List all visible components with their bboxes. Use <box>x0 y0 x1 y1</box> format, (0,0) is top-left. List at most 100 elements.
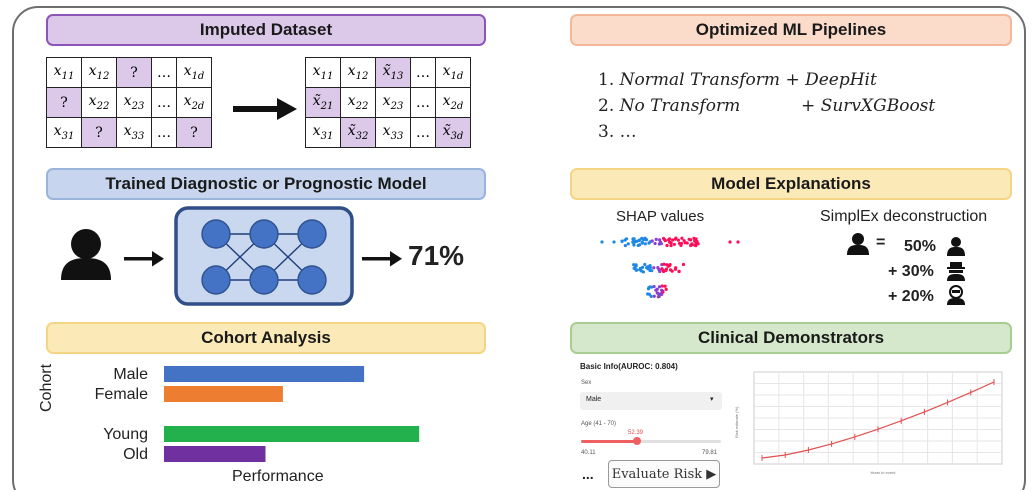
shap-point <box>680 236 684 240</box>
matrix-cell: x2d <box>435 87 471 118</box>
pipeline-transform: No Transform <box>619 96 741 116</box>
shap-point <box>643 262 647 267</box>
matrix-cell: … <box>410 57 436 88</box>
shap-point <box>657 294 661 298</box>
shap-point <box>660 284 664 288</box>
imputed-dataset-title: Imputed Dataset <box>199 20 333 39</box>
shap-point <box>657 238 662 242</box>
shap-point <box>632 237 636 241</box>
shap-point <box>650 239 654 243</box>
matrix-cell: … <box>410 117 436 148</box>
cohort-header: Cohort Analysis <box>46 322 486 354</box>
impute-arrow-icon <box>233 98 297 120</box>
shap-point <box>694 244 698 248</box>
shap-point <box>657 285 662 289</box>
spy-icon <box>947 262 965 281</box>
shap-point <box>692 236 696 240</box>
matrix-cell: ? <box>116 57 152 88</box>
shap-point <box>662 262 666 266</box>
tick-label-female: Female <box>95 386 148 403</box>
matrix-cell: x33 <box>375 117 411 148</box>
pipeline-line-3: 3. … <box>598 122 637 142</box>
age-slider-handle[interactable] <box>633 437 641 445</box>
explanations-header: Model Explanations <box>570 168 1012 200</box>
age-slider[interactable] <box>581 437 721 445</box>
shap-point <box>646 287 651 291</box>
shap-point <box>638 266 642 271</box>
shap-point <box>646 265 650 269</box>
tick-label-young: Young <box>103 426 148 443</box>
demonstrators-title: Clinical Demonstrators <box>697 328 885 347</box>
shap-point <box>652 284 656 289</box>
matrix-cell: ? <box>81 117 117 148</box>
pipeline-model: SurvXGBoost <box>820 96 936 116</box>
bar-male <box>164 366 365 382</box>
shap-point <box>657 242 661 246</box>
shap-point <box>639 269 644 273</box>
person-icon <box>947 237 965 256</box>
matrix-cell: … <box>151 117 177 148</box>
matrix-cell: x31 <box>305 117 341 148</box>
input-arrow-icon <box>124 251 164 267</box>
shap-point <box>626 242 630 246</box>
evaluate-risk-button[interactable]: Evaluate Risk ▶ <box>608 460 720 488</box>
age-label: Age (41 - 70) <box>581 421 617 427</box>
pipeline-line-2: 2. No Transform + SurvXGBoost <box>598 96 935 116</box>
cohort-axis-label: Cohort <box>38 363 55 412</box>
simplex-part-3: + 20% <box>888 288 934 305</box>
shap-point <box>623 243 627 248</box>
simplex-equals: = <box>876 234 886 251</box>
shap-point <box>668 237 672 241</box>
shap-point <box>643 242 647 246</box>
shap-point <box>649 285 654 289</box>
shap-point <box>673 267 678 271</box>
shap-point <box>664 287 668 291</box>
matrix-cell: … <box>151 87 177 118</box>
shap-point <box>659 292 663 296</box>
matrix-cell: x1d <box>435 57 471 88</box>
shap-point <box>620 239 624 244</box>
matrix-cell: x11 <box>305 57 341 88</box>
matrix-cell: x12 <box>81 57 117 88</box>
imputed-dataset-header: Imputed Dataset <box>46 14 486 46</box>
sex-select-value: Male <box>586 396 602 403</box>
trained-model-title: Trained Diagnostic or Prognostic Model <box>105 174 427 193</box>
evaluate-risk-label: Evaluate Risk ▶ <box>611 466 717 482</box>
matrix-cell: x23 <box>116 87 152 118</box>
shap-point <box>649 294 653 298</box>
shap-point <box>676 238 681 242</box>
shap-point <box>683 241 687 245</box>
doctor-icon <box>947 285 965 305</box>
shap-point <box>673 237 678 241</box>
shap-point <box>640 241 644 245</box>
shap-point <box>652 294 656 298</box>
neural-network-icon <box>201 219 327 295</box>
simplex-label: SimplEx deconstruction <box>820 208 988 225</box>
outer-frame <box>12 6 1026 490</box>
performance-axis-label: Performance <box>232 468 324 485</box>
model-diagram <box>61 206 402 306</box>
trained-model-header: Trained Diagnostic or Prognostic Model <box>46 168 486 200</box>
sex-label: Sex <box>581 380 592 386</box>
shap-point <box>664 267 669 271</box>
shap-point <box>668 268 673 272</box>
shap-point <box>696 242 700 246</box>
demo-info-title: Basic Info(AUROC: 0.804) <box>580 362 678 371</box>
shap-point <box>679 241 684 246</box>
shap-point <box>671 238 675 242</box>
sex-select[interactable]: Male ▾ <box>580 392 722 410</box>
matrix-cell: … <box>151 57 177 88</box>
age-min: 40.11 <box>581 450 596 456</box>
matrix-cell: … <box>410 87 436 118</box>
matrix-row: x31?x33…? <box>46 117 212 148</box>
shap-point <box>728 240 732 244</box>
matrix-cell: x2d <box>176 87 212 118</box>
matrix-cell: ? <box>46 87 82 118</box>
bar-young <box>164 426 420 442</box>
risk-plot-y-label: Risk estimate (%) <box>734 406 739 438</box>
